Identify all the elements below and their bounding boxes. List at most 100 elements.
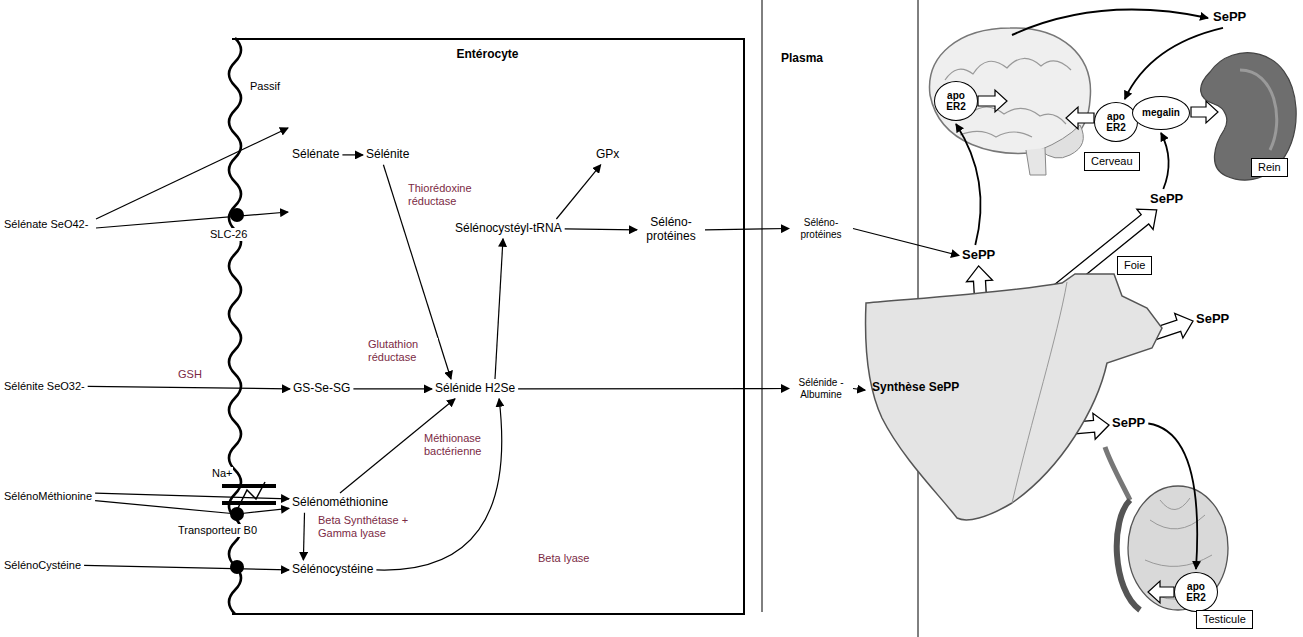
arrow-connector	[518, 388, 789, 390]
transport-label: Passif	[250, 80, 280, 93]
node-text: megalin	[1142, 107, 1180, 119]
uptake-block-arrow	[1191, 101, 1218, 123]
sodium-channel-zigzag	[238, 482, 265, 508]
node-text: SélénoCystéine	[4, 559, 81, 572]
node-text: Séléno- protéines	[640, 216, 702, 244]
arrow-connector	[95, 501, 289, 514]
species-label: Sélénométhionine	[292, 496, 388, 510]
arrow-connector	[1148, 424, 1197, 570]
species-label: Sélénate	[292, 148, 339, 162]
node-text: Testicule	[1203, 613, 1246, 626]
ion-label: Na+	[212, 467, 233, 480]
sodium-channel-bar	[222, 484, 276, 488]
species-label: Sélénocystéyl-tRNA	[455, 222, 562, 236]
cell-outline: EntérocyteSélénate SéléniteGS-Se-SG Séléni…	[232, 38, 745, 615]
enzyme-label: Beta lyase	[538, 552, 589, 565]
node-text: Foie	[1124, 259, 1145, 272]
arrow-connector	[353, 388, 432, 389]
uptake-block-arrow	[978, 90, 1007, 112]
species-label: SélénoMéthionine	[4, 490, 92, 503]
species-label: Sélénite SeO32-	[4, 380, 85, 393]
enzyme-label: Glutathion réductase	[368, 338, 438, 363]
node-text: Sélénométhionine	[292, 496, 388, 510]
brain-gyri	[940, 58, 1071, 137]
organ-label: Foie	[1117, 256, 1152, 275]
transporter-label: Transporteur B0	[178, 524, 257, 537]
arrow-connector	[956, 124, 981, 245]
secretion-curve	[1012, 10, 1208, 35]
node-text: SélénoMéthionine	[4, 490, 92, 503]
sepp-label: SePP	[962, 248, 995, 263]
node-text: Sélénite	[366, 148, 409, 162]
arrow-connector	[1125, 28, 1223, 99]
plasma-species: Séléno- protéines	[792, 217, 850, 240]
arrow-connector	[556, 165, 600, 219]
enzyme-label: Beta Synthétase + Gamma lyase	[318, 514, 420, 539]
node-text: apo ER2	[1102, 111, 1130, 134]
compartment-title: Plasma	[781, 52, 823, 66]
species-label: GS-Se-SG	[293, 382, 350, 396]
arrow-connector	[84, 565, 289, 570]
arrow-connector	[705, 229, 789, 230]
transporter-dot	[230, 560, 244, 574]
sepp-label: SePP	[1213, 10, 1246, 25]
arrow-connector	[88, 386, 290, 389]
species-label: GPx	[596, 148, 619, 162]
arrow-connector	[95, 493, 289, 499]
arrow-connector	[853, 229, 959, 256]
species-label: SélénoCystéine	[4, 559, 81, 572]
sepp-label: SePP	[1112, 416, 1145, 431]
liver-lobe-line	[1012, 282, 1067, 503]
receptor-circle: apo ER2	[934, 81, 978, 121]
node-text: apo ER2	[942, 90, 970, 113]
liver-shape	[866, 274, 1162, 520]
enzyme-label: Thiorédoxine réductase	[408, 182, 480, 207]
transporter-uptake-arrow	[96, 212, 288, 228]
uptake-block-arrow	[1148, 581, 1174, 603]
transporter-dot	[230, 208, 244, 222]
arrow-connector	[376, 399, 501, 570]
node-text: SePP	[1196, 312, 1229, 327]
arrow-connector	[303, 513, 304, 560]
node-text: Sélénide H2Se	[435, 382, 515, 396]
species-label: Sélénate SeO42-	[4, 218, 88, 231]
organ-label: Rein	[1251, 158, 1288, 177]
transporter-label: SLC-26	[210, 228, 247, 241]
epididymis	[1117, 500, 1140, 610]
node-text: Synthèse SePP	[872, 381, 959, 395]
arrow-connector	[565, 228, 637, 230]
enzyme-label: Méthionase bactérienne	[424, 432, 496, 457]
compartment-separator	[762, 0, 763, 612]
spermatic-cord	[1105, 447, 1130, 500]
kidney-highlight	[1240, 70, 1277, 150]
species-label: Sélénide H2Se	[435, 382, 515, 396]
passive-uptake-arrow	[96, 128, 288, 219]
node-text: Sélénate SeO42-	[4, 218, 88, 231]
arrow-connector	[495, 239, 503, 379]
arrow-connector	[1161, 133, 1169, 189]
node-text: Entérocyte	[232, 40, 743, 62]
node-text: Rein	[1258, 161, 1281, 174]
node-text: GS-Se-SG	[293, 382, 350, 396]
species-label: Sélénocystéine	[292, 563, 373, 577]
arrow-connector	[853, 389, 865, 391]
node-text: Sélénite SeO32-	[4, 380, 85, 393]
node-text: Sélénocystéine	[292, 563, 373, 577]
node-text: Séléno- protéines	[792, 217, 850, 240]
receptor-circle: apo ER2	[1174, 572, 1218, 612]
node-text: SePP	[1112, 416, 1145, 431]
organ-label: Cerveau	[1084, 152, 1140, 171]
sepp-label: SePP	[1150, 192, 1183, 207]
receptor-circle: apo ER2	[1094, 102, 1138, 142]
node-text: apo ER2	[1182, 581, 1210, 604]
liver-outline	[862, 268, 1167, 528]
node-text: Sélénocystéyl-tRNA	[455, 222, 562, 236]
node-text: Sélénide - Albumine	[792, 377, 850, 400]
node-text: SePP	[962, 248, 995, 263]
node-text: SePP	[1213, 10, 1246, 25]
kidney-outline	[1201, 53, 1297, 180]
receptor-oval: megalin	[1132, 96, 1190, 130]
brain-outline	[930, 28, 1091, 153]
node-text: SePP	[1150, 192, 1183, 207]
organ-label: Testicule	[1196, 610, 1253, 629]
